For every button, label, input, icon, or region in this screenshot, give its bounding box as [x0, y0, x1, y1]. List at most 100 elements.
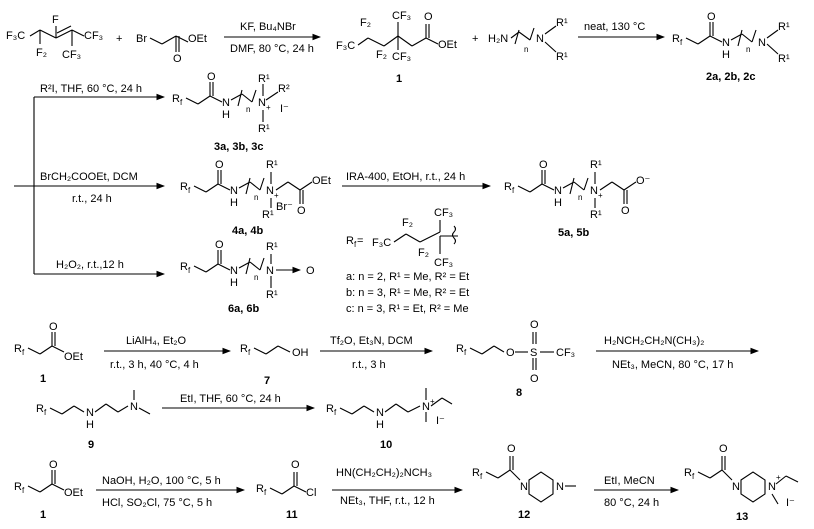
atom-label: O: [621, 205, 630, 217]
atom-label: H: [554, 197, 562, 209]
atom-label: O: [306, 265, 315, 277]
reagent-label: H₂NCH₂CH₂N(CH₃)₂: [604, 335, 704, 347]
atom-label: F₃C: [372, 237, 391, 249]
reagent-label: Tf₂O, Et₃N, DCM: [330, 335, 413, 347]
atom-label: F₃C: [6, 30, 25, 42]
atom-label: N: [722, 37, 730, 49]
atom-label: +: [266, 103, 271, 112]
atom-label: F: [52, 14, 59, 26]
compound-number: 12: [518, 509, 530, 521]
compound-number: 7: [264, 375, 270, 387]
atom-label: O: [49, 321, 58, 333]
atom-label: f: [264, 488, 267, 497]
atom-label: N: [554, 185, 562, 197]
atom-label: +: [274, 191, 279, 200]
atom-label: F₂: [376, 49, 387, 61]
compound-number: 1: [396, 73, 402, 85]
reagent-label: EtI, MeCN: [604, 475, 655, 487]
atom-label: R¹: [266, 159, 278, 171]
atom-label: O: [530, 319, 539, 331]
atom-label: R¹: [590, 209, 602, 221]
compound-number: 13: [736, 511, 748, 523]
atom-label: f: [680, 38, 683, 47]
atom-label: OH: [292, 347, 309, 359]
atom-label: O: [506, 347, 515, 359]
atom-label: H: [222, 109, 230, 121]
atom-label: f: [464, 348, 467, 357]
atom-label: OEt: [438, 39, 457, 51]
atom-label: N: [590, 185, 598, 197]
atom-label: F₂: [360, 17, 371, 29]
atom-label: N: [536, 33, 544, 45]
reagent-label: HN(CH₂CH₂)₂NCH₃: [336, 467, 432, 479]
atom-label: CF₃: [434, 207, 453, 219]
atom-label: R¹: [556, 17, 568, 29]
compound-number: 10: [380, 439, 392, 451]
atom-label: O: [215, 239, 224, 251]
reagent-label: H₂O₂, r.t.,12 h: [56, 259, 124, 271]
ethyl-bromoacetate-structure: Br O OEt: [136, 33, 207, 65]
atom-label: +: [430, 397, 435, 406]
atom-label: N: [230, 265, 238, 277]
atom-label: f: [480, 472, 483, 481]
compound-number: 4a, 4b: [232, 225, 263, 237]
atom-label: R¹: [258, 123, 270, 135]
atom-label: n: [578, 193, 582, 202]
atom-label: O⁻: [636, 175, 651, 187]
atom-label: R: [256, 483, 264, 495]
compound-8-structure: R f O S O O CF₃: [456, 319, 575, 385]
atom-label: R: [180, 261, 188, 273]
atom-label: N: [222, 97, 230, 109]
variant-c: c: n = 3, R¹ = Et, R² = Me: [346, 303, 469, 315]
rf-definition: R f = F₃C F₂ F₂ CF₃ CF₃: [346, 207, 458, 269]
atom-label: n: [254, 273, 258, 282]
rf-label-sub: f: [354, 240, 357, 249]
ester-start-structure-2: R f O OEt: [14, 459, 83, 499]
condition-label: r.t., 3 h: [352, 359, 386, 371]
atom-label: R: [36, 403, 44, 415]
atom-label: R: [14, 481, 22, 493]
atom-label: R¹: [262, 209, 274, 221]
atom-label: O: [173, 53, 182, 65]
diamine-structure: H₂N n N R¹ R¹: [488, 17, 568, 63]
atom-label: f: [180, 98, 183, 107]
atom-label: H: [86, 419, 94, 431]
atom-label: O: [530, 373, 539, 385]
atom-label: N: [376, 407, 384, 419]
atom-label: R: [240, 343, 248, 355]
atom-label: O: [49, 459, 58, 471]
compound-number: 1: [40, 373, 46, 385]
compound-4-structure: R f O N H n N + R¹ R¹ Br⁻ O OEt: [180, 159, 331, 221]
atom-label: R¹: [266, 241, 278, 253]
atom-label: +: [776, 473, 781, 482]
reagent-label: IRA-400, EtOH, r.t., 24 h: [346, 171, 465, 183]
rf-label: R: [346, 235, 354, 247]
atom-label: N: [266, 185, 274, 197]
atom-label: N: [258, 97, 266, 109]
compound-number: 8: [516, 387, 522, 399]
condition-label: DMF, 80 °C, 24 h: [230, 43, 314, 55]
atom-label: n: [254, 193, 258, 202]
compound-1-structure: F₃C F₂ F₂ CF₃ CF₃ O OEt: [336, 10, 457, 63]
atom-label: N: [732, 481, 740, 493]
atom-label: H: [376, 419, 384, 431]
atom-label: Br: [136, 33, 147, 45]
compound-number: 9: [88, 439, 94, 451]
reagent-label: LiAlH₄, Et₂O: [126, 335, 187, 347]
atom-label: Br⁻: [276, 201, 293, 213]
atom-label: f: [188, 186, 191, 195]
atom-label: CF₃: [434, 257, 453, 269]
atom-label: R: [684, 467, 692, 479]
ester-start-structure: R f O OEt: [14, 321, 83, 363]
atom-label: R¹: [778, 21, 790, 33]
reagent-label: BrCH₂COOEt, DCM: [40, 171, 138, 183]
atom-label: CF₃: [84, 30, 103, 42]
atom-label: f: [512, 186, 515, 195]
compound-9-structure: R f N H N: [36, 390, 151, 431]
atom-label: O: [719, 443, 728, 455]
atom-label: R¹: [778, 53, 790, 65]
compound-13-structure: R f O N N + I⁻: [684, 443, 799, 509]
atom-label: O: [215, 159, 224, 171]
condition-label: 80 °C, 24 h: [604, 497, 659, 509]
